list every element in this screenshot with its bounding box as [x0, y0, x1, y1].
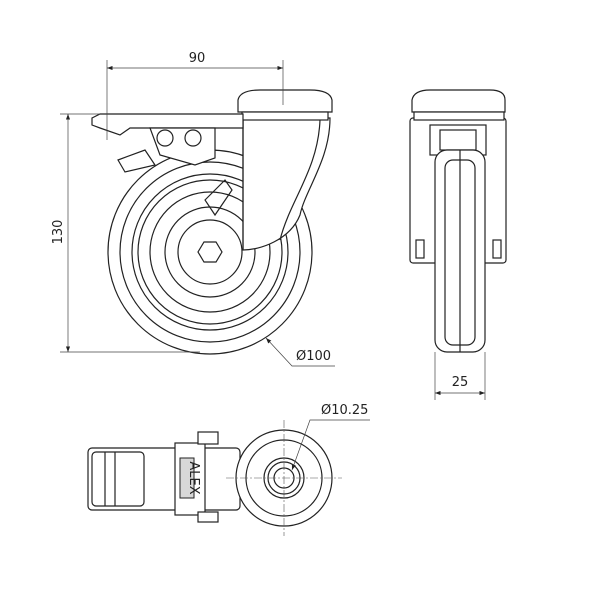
logo-plate [179, 457, 195, 499]
dimension-bore-diameter-label: Ø10.25 [321, 403, 368, 418]
dimension-wheel-width-label: 25 [452, 375, 469, 390]
dimension-height-label: 130 [51, 220, 66, 245]
dimension-width-label: 90 [189, 51, 206, 66]
stem-cap-side [237, 89, 333, 121]
fork-side [242, 117, 331, 251]
brake-side [91, 113, 244, 217]
front-view: 25 [409, 89, 507, 400]
top-view: ALEX Ø10.25 [87, 403, 370, 536]
wheel-top [226, 420, 342, 536]
dimension-wheel-diameter: Ø100 [265, 337, 335, 367]
dimension-wheel-width: 25 [434, 352, 486, 400]
axle-nut [197, 241, 223, 263]
side-view: 90 130 Ø100 [51, 51, 335, 367]
dimension-height: 130 [51, 113, 200, 353]
dimension-bore-diameter: Ø10.25 [291, 403, 370, 471]
dimension-wheel-diameter-label: Ø100 [296, 349, 331, 364]
dimension-width: 90 [106, 51, 284, 140]
logo-text: ALEX [186, 461, 201, 494]
